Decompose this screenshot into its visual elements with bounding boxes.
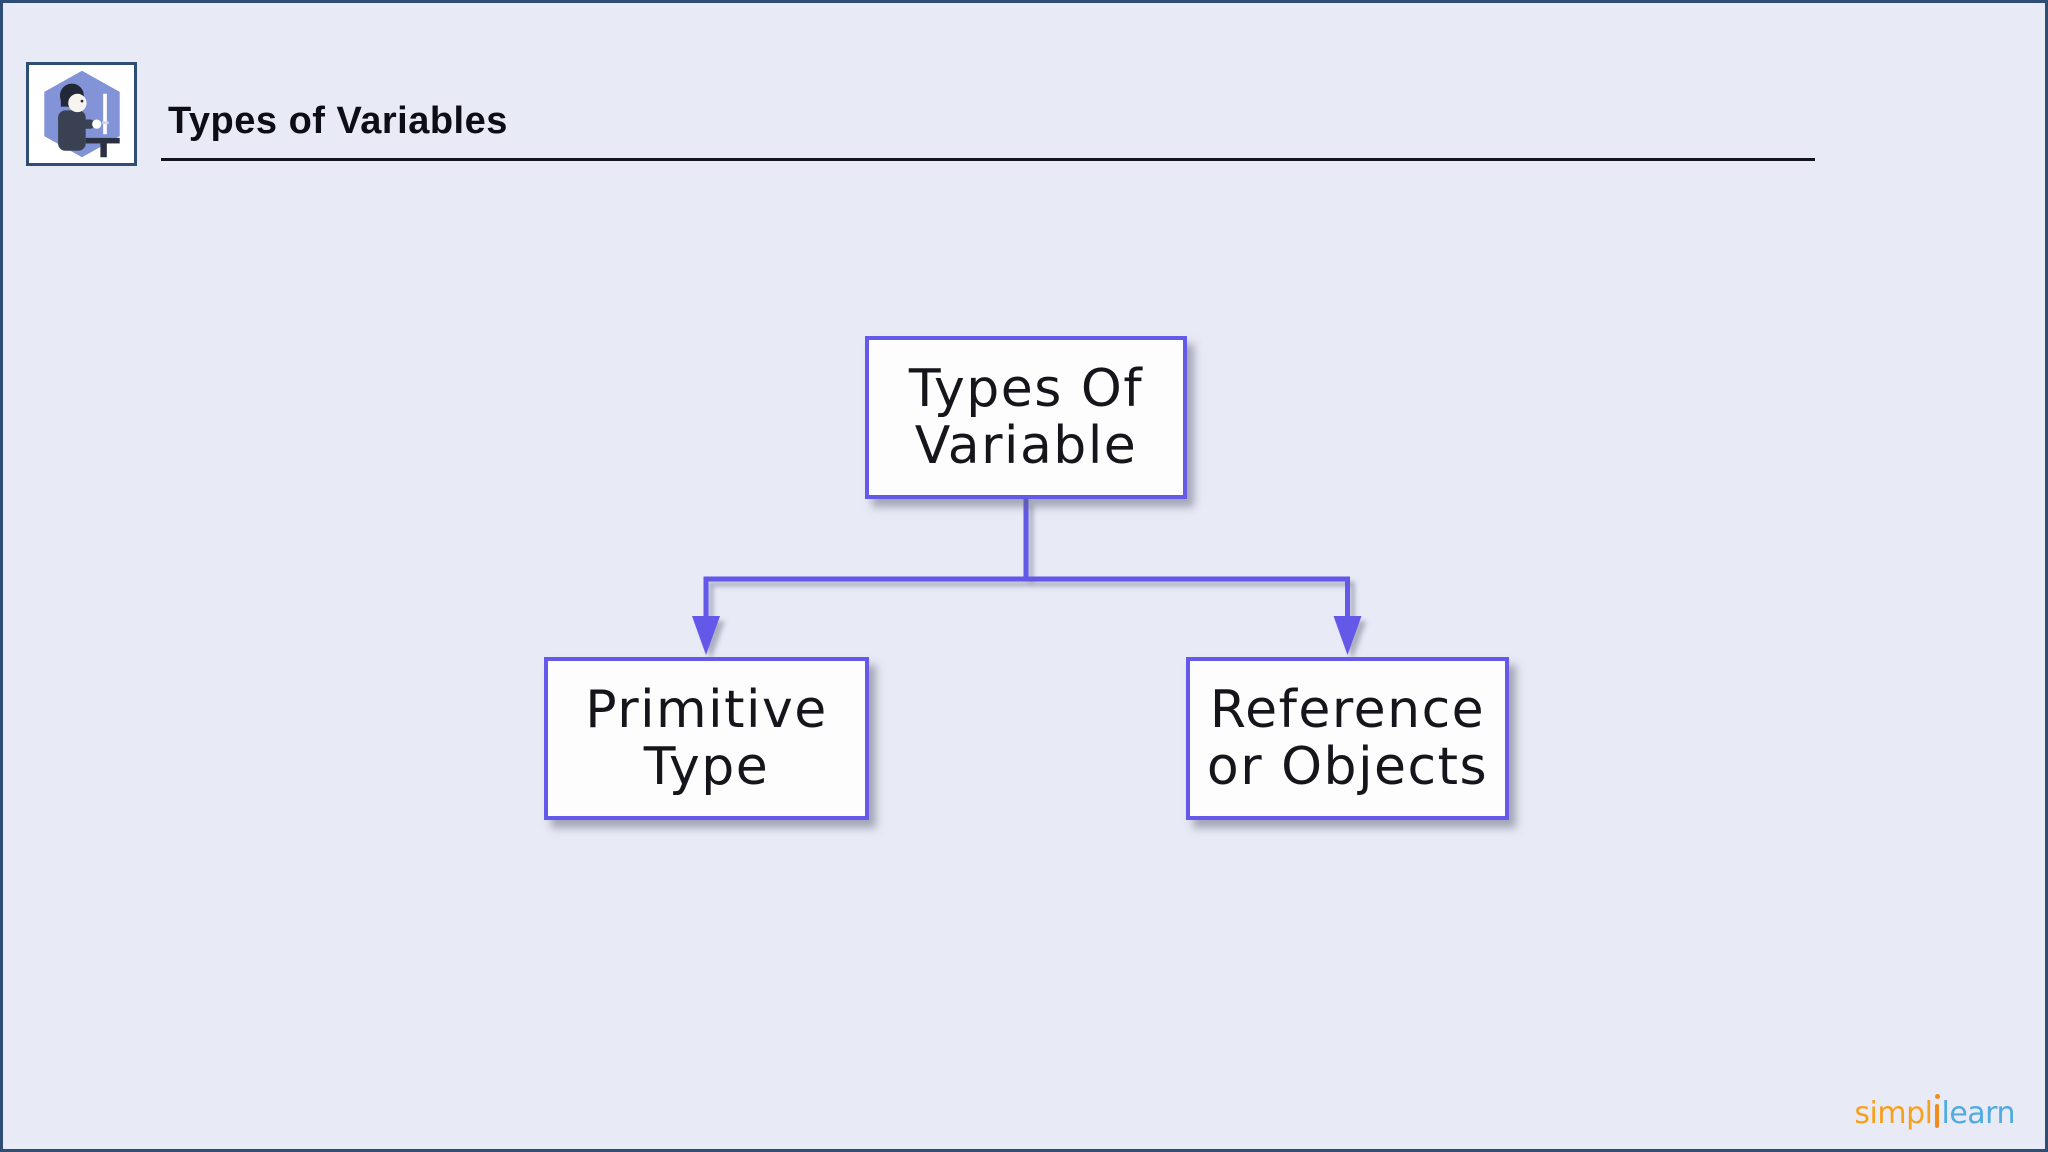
node-reference-or-objects: Reference or Objects [1186,657,1509,820]
title-underline [161,158,1815,161]
node-label-line: Types Of [908,358,1144,419]
connector-lines [692,499,1362,655]
arrow-down-icon [692,616,720,655]
node-label-line: Primitive [585,679,828,740]
page-title: Types of Variables [168,100,508,142]
wordmark-learn: learn [1941,1096,2016,1131]
node-label-line: or Objects [1206,736,1489,797]
node-primitive-type: Primitive Type [544,657,869,820]
arrow-down-icon [1333,616,1362,655]
wordmark-simpl: simpl [1854,1096,1933,1131]
wordmark-i-icon [1933,1093,1942,1128]
channel-logo-badge [26,62,137,166]
node-label-line: Reference [1209,679,1486,740]
node-label-line: Type [643,736,770,797]
node-label-line: Variable [914,415,1138,476]
person-at-computer-icon [43,70,120,158]
node-types-of-variable: Types Of Variable [865,336,1187,499]
